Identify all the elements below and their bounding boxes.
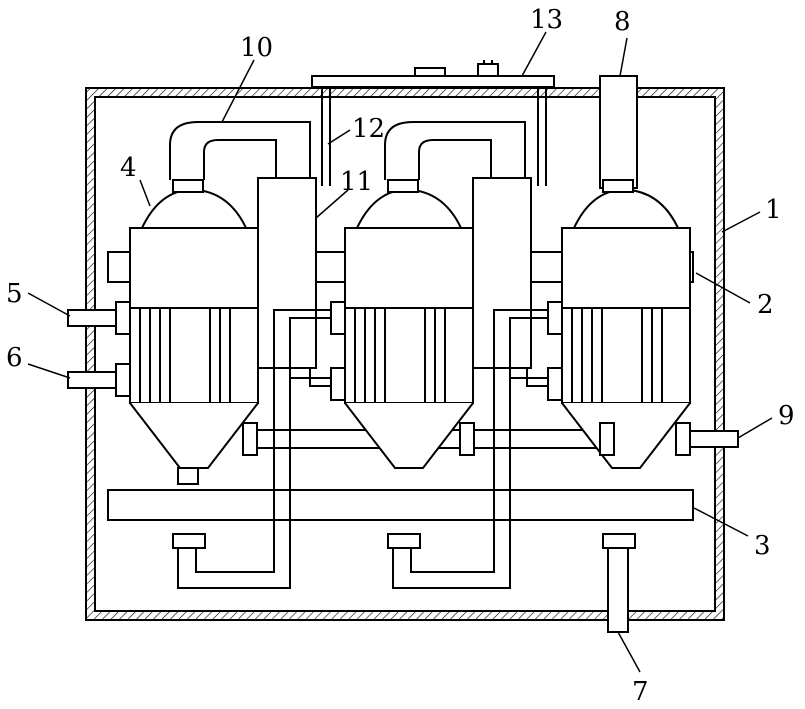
label-8: 8 bbox=[614, 7, 631, 37]
exhaust-stack bbox=[600, 76, 637, 188]
condenser-2 bbox=[473, 178, 531, 368]
discharge-pipe bbox=[608, 548, 628, 632]
label-11: 11 bbox=[340, 167, 373, 197]
label-3: 3 bbox=[754, 531, 771, 561]
label-4: 4 bbox=[120, 153, 137, 183]
label-2: 2 bbox=[757, 290, 774, 320]
label-12: 12 bbox=[352, 114, 385, 144]
condenser-1 bbox=[258, 178, 316, 368]
label-10: 10 bbox=[240, 33, 273, 63]
support-beam bbox=[108, 490, 693, 520]
label-7: 7 bbox=[632, 677, 649, 707]
label-5: 5 bbox=[6, 279, 23, 309]
label-1: 1 bbox=[765, 195, 782, 225]
label-13: 13 bbox=[530, 5, 563, 35]
label-9: 9 bbox=[778, 401, 795, 431]
label-6: 6 bbox=[6, 343, 23, 373]
